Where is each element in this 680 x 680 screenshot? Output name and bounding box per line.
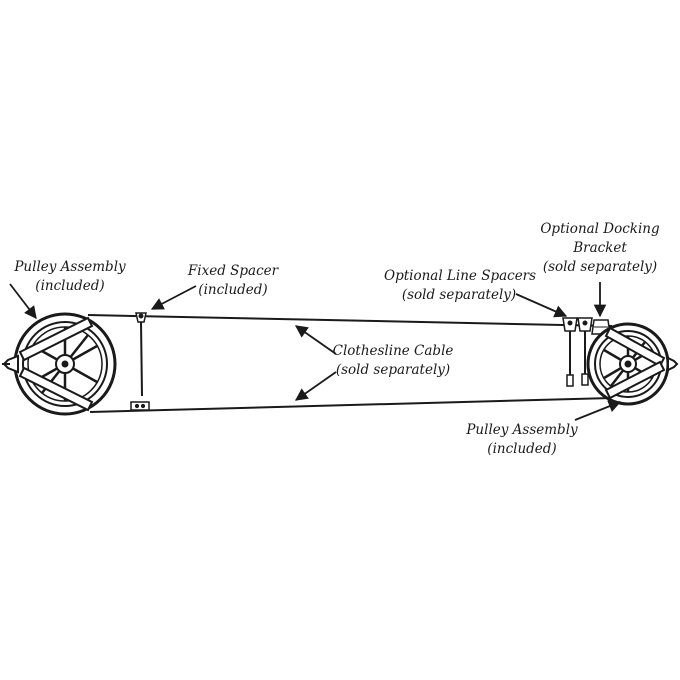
pulley-assembly-right-label: Pulley Assembly (included) <box>462 421 582 459</box>
docking-line1: Optional Docking <box>540 221 660 237</box>
arrow-line-spacers <box>515 293 568 318</box>
cable-line2: (sold separately) <box>335 362 451 378</box>
fixed-spacer-line2: (included) <box>198 282 268 298</box>
fixed-spacer-part <box>130 312 150 411</box>
line-spacers-line1: Optional Line Spacers <box>384 268 537 284</box>
optional-line-spacers-label: Optional Line Spacers (sold separately) <box>384 267 537 305</box>
clothesline-cable <box>87 314 613 413</box>
fixed-spacer-line1: Fixed Spacer <box>187 263 279 279</box>
optional-docking-bracket-label: Optional Docking Bracket (sold separatel… <box>538 220 662 277</box>
docking-line2: Bracket <box>573 240 627 256</box>
right-pulley-assembly <box>586 322 679 406</box>
clothesline-cable-label: Clothesline Cable (sold separately) <box>330 342 456 380</box>
fixed-spacer-label: Fixed Spacer (included) <box>178 262 288 300</box>
arrow-pulley-left <box>9 283 37 320</box>
pulley-left-line2: (included) <box>35 278 105 294</box>
docking-line3: (sold separately) <box>542 259 658 275</box>
left-pulley-assembly <box>2 312 117 416</box>
optional-line-spacers-part <box>562 317 593 387</box>
pulley-assembly-left-label: Pulley Assembly (included) <box>2 258 138 296</box>
arrow-cable-top <box>294 325 337 355</box>
arrow-fixed-spacer <box>150 285 197 310</box>
pulley-right-line1: Pulley Assembly <box>466 422 578 438</box>
pulley-left-line1: Pulley Assembly <box>14 259 126 275</box>
annotation-arrows <box>9 282 622 421</box>
line-spacers-line2: (sold separately) <box>401 287 517 303</box>
bottom-cable-line <box>89 397 613 413</box>
pulley-right-line2: (included) <box>487 441 557 457</box>
arrow-cable-bottom <box>294 371 337 401</box>
arrow-pulley-right <box>574 400 622 421</box>
cable-line1: Clothesline Cable <box>332 343 454 359</box>
top-cable-line <box>87 314 613 327</box>
